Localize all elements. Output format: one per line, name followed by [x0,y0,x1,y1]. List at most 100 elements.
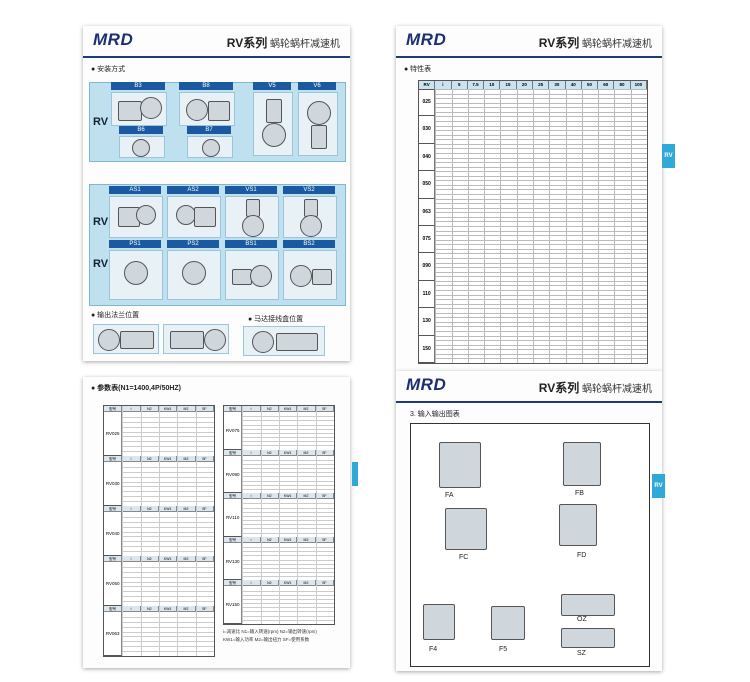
io-label-fa: FA [445,492,454,499]
param-row-line [122,566,214,568]
table-header-cell: 30 [549,81,566,89]
table-row-line [435,303,647,305]
param-row-line [122,486,214,488]
mount-header-b3: B3 [111,82,165,90]
param-row-line [242,619,334,621]
io-f5-drawing [491,606,525,640]
param-row-line [242,567,334,569]
mount-as1-cell [109,196,163,238]
param-header-cell: 型号 [224,493,243,500]
param-header-cell: i [242,536,261,543]
param-row-line [122,476,214,478]
table-row-line [435,102,647,104]
mount-header-ps1: PS1 [109,240,161,248]
table-model-label: 130 [419,308,436,336]
mount-header-as2: AS2 [167,186,219,194]
flange-position-b [163,324,229,354]
table-model-label: 075 [419,226,436,254]
table-col-line [581,89,583,363]
table-row-line [435,207,647,209]
param-header-cell: 型号 [104,456,123,462]
param-header-cell: i [242,449,261,456]
param-row-line [242,590,334,592]
table-row-line [435,321,647,323]
table-row-line [435,212,647,214]
param-header-cell: KW1 [159,506,178,512]
table-col-line [598,89,600,363]
param-row-line [122,571,214,573]
table-model-label: 150 [419,335,436,363]
table-row-line [435,93,647,95]
param-row-line [122,616,214,618]
param-row-line [122,441,214,443]
param-row-line [242,603,334,605]
table-model-label: 090 [419,253,436,281]
param-row-line [122,626,214,628]
param-header-cell: N2 [260,580,279,587]
table-row-line [435,262,647,264]
param-row-line [242,511,334,513]
param-row-line [122,436,214,438]
table-row-line [435,175,647,177]
param-row-line [242,472,334,474]
side-tab-p3 [352,462,358,486]
table-header-cell: 10 [484,81,501,89]
param-header-cell: M2 [177,506,196,512]
param-header-cell: M2 [177,556,196,562]
table-row-line [435,198,647,200]
io-sz-drawing [561,628,615,648]
table-row-line [435,317,647,319]
param-row-line [122,536,214,538]
mount-as2-cell [167,196,221,238]
table-row-line [435,289,647,291]
param-header-cell: KW1 [279,406,298,412]
param-row-line [242,515,334,517]
table-row-line [435,184,647,186]
param-col-line [260,406,262,624]
table-row-line [435,326,647,328]
param-header-cell: i [242,493,261,500]
param-col-line [195,406,197,656]
side-tab-rv: RV [662,144,675,168]
param-header-cell: N2 [260,493,279,500]
param-row-line [242,432,334,434]
param-header-cell: i [122,556,141,562]
param-row-line [122,466,214,468]
param-row-line [242,424,334,426]
param-header-cell: SF [195,606,214,612]
param-row-line [242,520,334,522]
table-row-line [435,244,647,246]
rv-label-2: RV [93,216,109,228]
io-label-fd: FD [577,552,587,559]
param-row-line [242,598,334,600]
table-col-line [516,89,518,363]
mount-bs2-cell [283,250,337,300]
table-col-line [630,89,632,363]
param-header-cell: 型号 [224,406,243,412]
param-header-cell: M2 [297,493,316,500]
io-fd-drawing [559,504,597,546]
table-row-line [435,353,647,355]
param-header-cell: M2 [297,449,316,456]
param-model-label: RV090 [224,455,243,494]
param-row-line [242,480,334,482]
param-row-line [242,416,334,418]
param-header-cell: i [242,580,261,587]
param-header-cell: KW1 [159,556,178,562]
param-row-line [122,501,214,503]
table-header-cell: 7.5 [468,81,485,89]
table-row-line [435,130,647,132]
side-tab-rv-4: RV [652,474,665,498]
table-header-cell: 20 [517,81,533,89]
table-model-label: 050 [419,171,436,199]
param-row-line [242,615,334,617]
param-row-line [242,546,334,548]
param-header-cell: N2 [260,406,279,412]
param-header-cell: 型号 [104,506,123,512]
param-model-label: RV030 [104,462,123,506]
param-row-line [122,531,214,533]
param-row-line [122,421,214,423]
param-header-cell: N2 [140,506,159,512]
table-row-line [435,280,647,282]
